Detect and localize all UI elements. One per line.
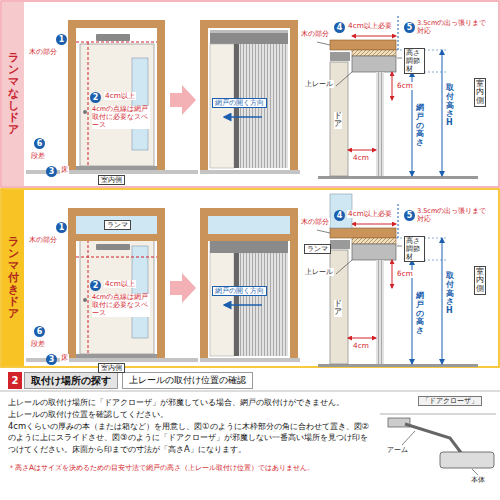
note: 3.5cmの出っ張りまで対応 <box>417 20 491 36</box>
node-text: 上レールの取付け位置の確認 <box>129 375 246 385</box>
part-label: 床 <box>60 166 69 174</box>
part-label: 床 <box>60 354 69 362</box>
part-label: 高さ調節材 <box>404 236 425 262</box>
side-band: ランマなしドア <box>2 2 24 186</box>
side-label: 室内側 <box>98 175 125 185</box>
section-number: 2 <box>8 372 22 389</box>
callout-number: 2 <box>90 280 101 291</box>
dimension: 4cm以上 <box>104 280 136 288</box>
dimension: 4cm以上必要 <box>347 210 393 218</box>
dimension: 4cm以上必要 <box>347 22 393 30</box>
callout-number: 4 <box>334 22 345 33</box>
callout-number: 3 <box>46 354 57 365</box>
dimension: 網戸の高さ <box>416 292 424 336</box>
part-label: ドア <box>334 300 342 317</box>
section-subheading: 上レールの取付け位置の確認 <box>122 372 253 389</box>
callout-number: 2 <box>90 92 101 103</box>
direction-label: 網戸の開く方向 <box>212 286 267 296</box>
node-text: ランマなしドア <box>8 52 19 137</box>
dimension: 4cm <box>352 154 370 162</box>
note: 4cmの点線は網戸取付に必要なスペース <box>92 294 150 317</box>
part-label: 段差 <box>30 152 46 160</box>
body-text: 上レールの取付け位置を確認してください。 <box>8 409 168 420</box>
node-text: 取付け場所の探す <box>31 375 111 386</box>
dimension: 6cm <box>396 270 414 278</box>
part-label: 木の部分 <box>300 30 330 38</box>
part-label: ランマ <box>304 244 331 254</box>
part-label: 上レール <box>304 268 334 276</box>
side-label: 室内側 <box>474 266 486 295</box>
direction-label: 網戸の開く方向 <box>212 98 267 108</box>
dimension: 取付高さH <box>446 84 454 128</box>
dimension: 4cm以上 <box>104 92 136 100</box>
part-label: 段差 <box>30 340 46 348</box>
callout-number: 1 <box>56 34 67 45</box>
side-label: 室内側 <box>98 363 125 373</box>
note: 4cmの点線は網戸取付に必要なスペース <box>92 106 150 129</box>
part-label: 木の部分 <box>300 218 330 226</box>
callout-number: 5 <box>404 22 415 33</box>
body-text: 4cmくらいの厚みの本（または箱など）を用意し、図①のように木枠部分の角に合わせ… <box>8 421 374 455</box>
part-label: 高さ調節材 <box>404 48 425 74</box>
callout-number: 3 <box>46 166 57 177</box>
callout-number: 1 <box>56 222 67 233</box>
part-label: 木の部分 <box>28 236 58 244</box>
side-band: ランマ付きドア <box>2 190 24 366</box>
dimension: 4cm <box>352 342 370 350</box>
figure-title: 「ドアクローザ」 <box>418 396 482 406</box>
dimension: 取付高さH <box>446 272 454 316</box>
note-text: ＊高さAはサイズを決めるための目安寸法で網戸の高さ（上レール取付け位置）ではあり… <box>8 464 314 473</box>
dimension: 6cm <box>396 82 414 90</box>
callout-number: 6 <box>34 138 45 149</box>
part-label: 本体 <box>470 476 486 484</box>
body-text: 上レールの取付け場所に「ドアクローザ」が邪魔している場合、網戸の取付けができませ… <box>8 397 344 408</box>
part-label: 上レール <box>304 80 334 88</box>
part-label: 木の部分 <box>28 48 58 56</box>
section-heading: 取付け場所の探す <box>24 372 118 389</box>
note: 3.5cmの出っ張りまで対応 <box>417 208 491 224</box>
part-label: アーム <box>386 446 409 454</box>
part-label: ドア <box>334 112 342 129</box>
callout-number: 4 <box>334 210 345 221</box>
side-label: 室内側 <box>474 78 486 107</box>
part-label: ランマ <box>104 220 131 230</box>
dimension: 網戸の高さ <box>416 104 424 148</box>
node-text: ランマ付きドア <box>8 236 19 321</box>
callout-number: 5 <box>404 210 415 221</box>
callout-number: 6 <box>34 326 45 337</box>
